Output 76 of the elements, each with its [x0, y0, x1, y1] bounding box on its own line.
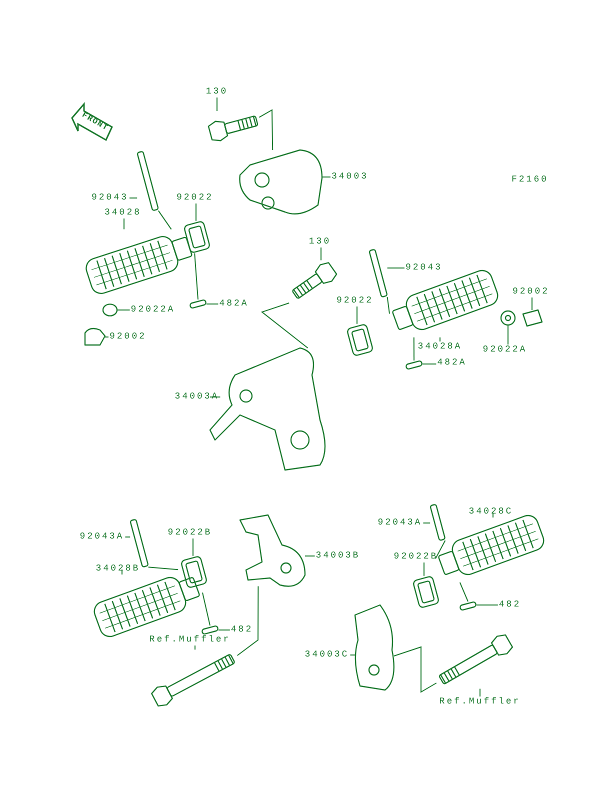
leader-line — [492, 512, 494, 518]
leader-line — [192, 538, 194, 556]
leader-line — [356, 306, 358, 324]
clip-drawing — [459, 600, 477, 612]
assembly-line — [260, 302, 308, 348]
part-number: 92002 — [110, 332, 146, 342]
assembly-line — [393, 646, 437, 693]
bolt-drawing — [438, 634, 514, 685]
pin-drawing — [368, 248, 388, 298]
collar-drawing — [102, 304, 118, 316]
part-number: 34003B — [316, 550, 360, 562]
assembly-line — [435, 540, 446, 560]
clip-drawing — [405, 360, 423, 370]
part-number: 34028C — [468, 506, 514, 518]
part-number: 482 — [498, 600, 522, 610]
part-number: 92043 — [406, 262, 442, 274]
assembly-line — [459, 582, 468, 602]
part-number: 92022 — [336, 296, 374, 306]
leader-line — [104, 336, 109, 338]
rubber-drawing — [412, 575, 440, 609]
bolt-drawing — [291, 262, 338, 300]
leader-line — [320, 247, 322, 261]
end-cap-drawing — [522, 309, 543, 327]
assembly-line — [386, 296, 390, 314]
part-number: 130 — [206, 86, 228, 98]
part-number: Ref.Muffler — [439, 696, 521, 708]
part-number: 34028B — [96, 564, 140, 574]
footpeg-drawing — [83, 233, 193, 297]
part-number: 34028 — [104, 208, 142, 218]
rubber-drawing — [180, 555, 208, 589]
bolt-drawing — [151, 653, 236, 707]
part-number: 34028A — [418, 342, 462, 352]
leader-line — [124, 536, 131, 538]
part-number: 92022A — [482, 344, 528, 356]
assembly-line — [202, 592, 210, 626]
pin-drawing — [430, 504, 446, 542]
part-number: 92043A — [80, 532, 124, 542]
assembly-line — [236, 586, 259, 656]
leader-line — [322, 176, 331, 178]
drawing-number: F2160 — [512, 174, 548, 186]
part-number: 130 — [308, 236, 332, 248]
washer-drawing — [500, 310, 516, 326]
part-number: 34003 — [332, 172, 368, 182]
bolt-drawing — [208, 115, 259, 142]
part-number: 482 — [230, 624, 254, 636]
leader-line — [350, 654, 356, 656]
part-number: 92022B — [394, 552, 438, 562]
leader-line — [422, 522, 431, 524]
part-number: 34003A — [174, 392, 220, 402]
bracket-drawing — [354, 604, 394, 691]
assembly-line — [258, 109, 274, 150]
part-number: 92002 — [512, 286, 550, 298]
part-number: 34003C — [304, 650, 350, 660]
clip-drawing — [201, 624, 219, 636]
assembly-line — [148, 566, 179, 570]
leader-line — [194, 645, 196, 650]
part-number: 482A — [219, 298, 249, 310]
assembly-line — [158, 210, 172, 230]
bracket-drawing — [239, 149, 323, 214]
part-number: 92043A — [378, 518, 422, 528]
leader-line — [476, 604, 498, 606]
part-number: 92022A — [130, 304, 176, 316]
assembly-line — [194, 252, 198, 300]
leader-line — [216, 97, 218, 112]
end-cap-drawing — [84, 328, 106, 346]
part-number: 92022 — [176, 192, 214, 204]
part-number: 92043 — [92, 192, 128, 204]
assembly-line — [413, 336, 414, 361]
part-number: Ref.Muffler — [149, 634, 231, 646]
rubber-drawing — [183, 220, 211, 254]
bracket-drawing — [239, 514, 306, 587]
part-number: 92022B — [168, 528, 212, 538]
rubber-drawing — [346, 323, 374, 357]
clip-drawing — [189, 298, 207, 310]
part-number: 482A — [437, 358, 467, 368]
leader-line — [210, 396, 221, 398]
